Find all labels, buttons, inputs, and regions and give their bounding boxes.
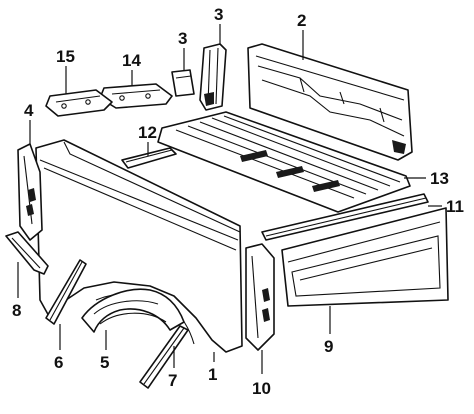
callout-14: 14	[122, 51, 141, 70]
part-13-bed-floor	[157, 111, 411, 213]
callout-10: 10	[252, 379, 271, 398]
part-6-brace	[45, 259, 87, 325]
callout-5: 5	[100, 353, 109, 372]
callout-1: 1	[208, 365, 217, 384]
part-8-bracket	[5, 231, 49, 275]
callout-4: 4	[24, 101, 34, 120]
part-2-front-panel	[247, 43, 413, 161]
part-1-bed-side-main	[35, 139, 243, 353]
callout-labels: 1 2 3 3 4 5 6 7 8 9 10 11 12 13 14 15	[12, 5, 464, 398]
callout-12: 12	[138, 123, 157, 142]
callout-9: 9	[324, 337, 333, 356]
callout-8: 8	[12, 301, 21, 320]
part-9-bed-side	[281, 207, 449, 307]
callout-13: 13	[430, 169, 449, 188]
part-14-crossmember	[99, 83, 173, 109]
part-5-wheelhouse	[81, 288, 185, 333]
part-3-post	[199, 43, 227, 111]
callout-3b: 3	[214, 5, 223, 24]
part-11-rail	[261, 193, 429, 241]
callout-2: 2	[297, 11, 306, 30]
callout-7: 7	[168, 371, 177, 390]
leader-lines	[17, 24, 442, 374]
part-3-bracket-small	[171, 69, 195, 97]
part-4-front-pillar	[17, 143, 43, 241]
callout-11: 11	[446, 197, 464, 216]
part-10-rear-pillar	[245, 243, 275, 351]
callout-6: 6	[54, 353, 63, 372]
callout-3a: 3	[178, 29, 187, 48]
callout-15: 15	[56, 47, 75, 66]
part-15-crossmember	[45, 89, 113, 117]
part-7-brace	[139, 325, 189, 389]
part-12-floor-crossmember	[121, 147, 177, 169]
